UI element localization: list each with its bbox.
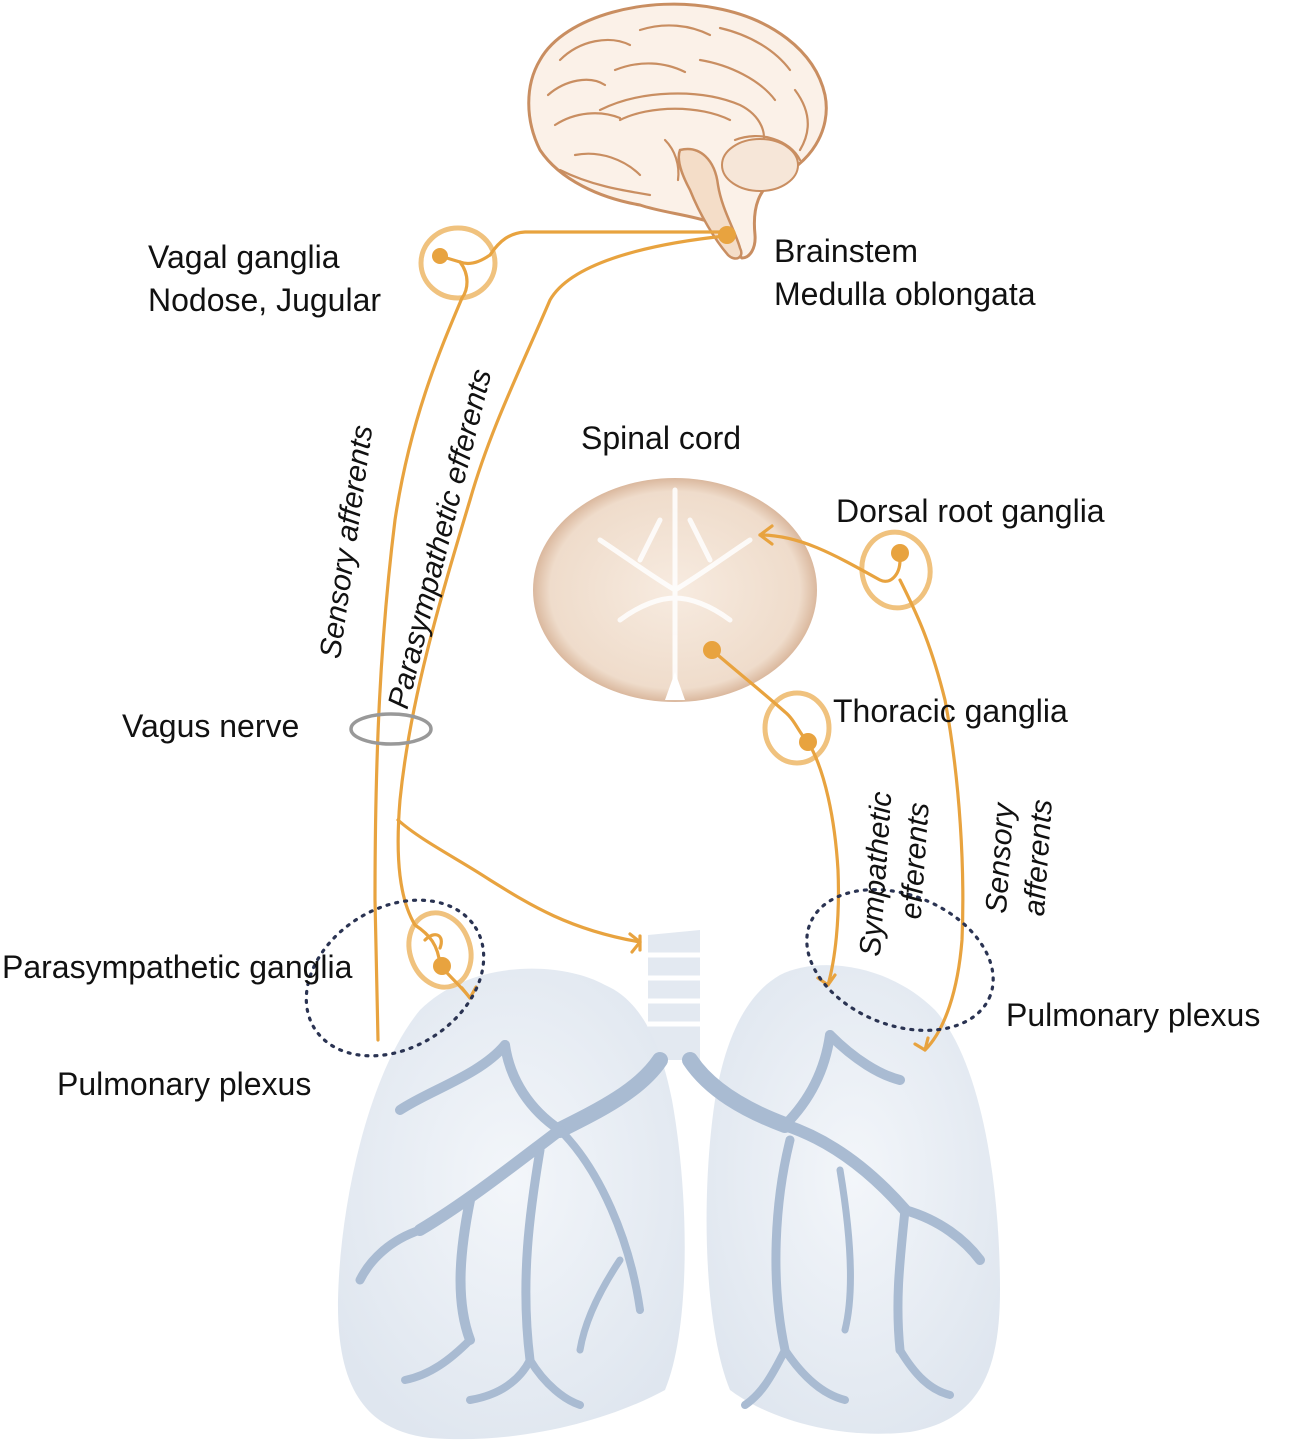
label-sensory-afferents-right: Sensory afferents — [978, 796, 1061, 918]
spinal-cord-section — [533, 478, 817, 702]
label-dorsal-root-ganglia: Dorsal root ganglia — [836, 493, 1105, 529]
label-thoracic-ganglia: Thoracic ganglia — [833, 693, 1068, 729]
thoracic-ganglion-ring — [762, 690, 832, 766]
parasympathetic-efferent — [396, 234, 727, 927]
brain-outline — [527, 2, 828, 260]
dorsal-root-ganglion-ring — [859, 529, 933, 611]
parasympathetic-ganglion-ring — [406, 910, 474, 990]
left-airways — [355, 1040, 668, 1409]
label-pulmonary-plexus-right: Pulmonary plexus — [1006, 997, 1261, 1033]
label-vagal-ganglia-line2: Nodose, Jugular — [148, 282, 382, 319]
dorsal-root-afferent — [758, 533, 902, 583]
label-vagal-ganglia-line1: Vagal ganglia — [148, 239, 340, 275]
label-brainstem-line1: Brainstem — [774, 233, 919, 269]
sensory-afferent-right — [898, 578, 965, 1052]
sensory-afferent-left — [373, 296, 464, 1042]
right-airways — [682, 1030, 985, 1409]
efferent-branch-to-trachea — [396, 818, 642, 944]
label-vagus-nerve: Vagus nerve — [122, 708, 300, 744]
pulmonary-plexus-markers — [304, 888, 995, 1058]
sympathetic-postganglionic — [806, 740, 841, 987]
parasympathetic-neuron — [433, 957, 451, 975]
parasympathetic-ganglion-loop — [423, 933, 443, 950]
brain — [527, 2, 828, 260]
vagal-neuron — [432, 248, 448, 264]
grey-matter — [597, 487, 753, 693]
thoracic-neuron — [799, 733, 817, 751]
label-parasympathetic-ganglia: Parasympathetic ganglia — [2, 949, 353, 985]
dorsal-root-neuron — [891, 544, 909, 562]
vagal-ganglion-down-branch — [458, 260, 469, 300]
nerve-fibers — [373, 226, 965, 1052]
trachea-rings — [648, 952, 700, 1027]
label-spinal-cord: Spinal cord — [581, 420, 742, 456]
label-brainstem-line2: Medulla oblongata — [774, 276, 1036, 313]
trachea — [648, 930, 700, 1060]
label-brainstem: Brainstem Medulla oblongata — [774, 230, 1036, 316]
pulmonary-plexus-right-ellipse — [805, 888, 995, 1032]
spinal-neuron — [703, 641, 721, 659]
lungs — [337, 930, 1000, 1440]
label-pulmonary-plexus-left: Pulmonary plexus — [57, 1066, 312, 1102]
vagal-ganglion-ring — [418, 225, 498, 301]
vagus-nerve-ring — [349, 712, 433, 746]
sympathetic-preganglionic — [710, 648, 810, 744]
label-vagal-ganglia: Vagal ganglia Nodose, Jugular — [148, 236, 381, 322]
pulmonary-plexus-left-ellipse — [304, 898, 486, 1058]
cerebellum — [721, 138, 799, 192]
vagal-afferent-to-brainstem — [488, 230, 732, 257]
neuron-cell-bodies — [432, 226, 909, 975]
label-sympathetic-efferents: Sympathetic efferents — [852, 790, 938, 960]
ganglion-rings — [406, 225, 933, 990]
right-lung — [706, 965, 1000, 1434]
brainstem-neuron — [718, 226, 736, 244]
left-lung — [337, 968, 685, 1440]
